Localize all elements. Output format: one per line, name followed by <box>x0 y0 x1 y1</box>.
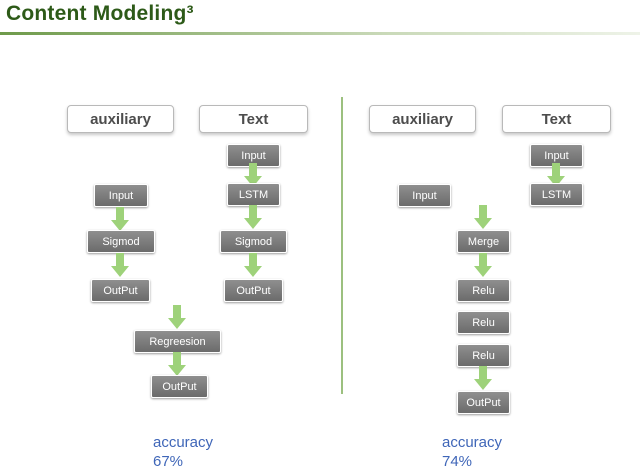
right-accuracy: accuracy 74% <box>442 433 502 471</box>
left-text-output-node: OutPut <box>224 279 283 302</box>
slide-title: Content Modeling³ <box>6 2 194 25</box>
arrow-down-icon <box>244 253 262 277</box>
left-accuracy-value: 67% <box>153 453 184 470</box>
left-lstm-node: LSTM <box>227 183 280 206</box>
arrow-down-icon <box>474 205 492 229</box>
section-divider <box>341 97 343 394</box>
arrow-down-icon <box>244 205 262 229</box>
left-text-header: Text <box>199 105 308 133</box>
merge-node: Merge <box>457 230 510 253</box>
left-aux-output-node: OutPut <box>91 279 150 302</box>
left-text-sigmod-node: Sigmod <box>220 230 287 253</box>
arrow-down-icon <box>547 163 565 187</box>
right-final-output-node: OutPut <box>457 391 510 414</box>
arrow-down-icon <box>111 207 129 231</box>
regression-node: Regreesion <box>134 330 221 353</box>
right-lstm-node: LSTM <box>530 183 583 206</box>
right-accuracy-value: 74% <box>442 453 473 470</box>
left-aux-input-node: Input <box>94 184 148 207</box>
relu-node-2: Relu <box>457 311 510 334</box>
title-underline <box>0 32 640 35</box>
left-accuracy: accuracy 67% <box>153 433 213 471</box>
arrow-down-icon <box>474 366 492 390</box>
left-auxiliary-header: auxiliary <box>67 105 174 133</box>
left-accuracy-label: accuracy <box>153 434 214 451</box>
left-aux-sigmod-node: Sigmod <box>87 230 155 253</box>
right-accuracy-label: accuracy <box>442 434 503 451</box>
arrow-down-icon <box>111 253 129 277</box>
right-aux-input-node: Input <box>398 184 451 207</box>
right-text-input-node: Input <box>530 144 583 167</box>
right-text-header: Text <box>502 105 611 133</box>
arrow-down-icon <box>168 305 186 329</box>
arrow-down-icon <box>168 352 186 376</box>
arrow-down-icon <box>244 163 262 187</box>
relu-node-1: Relu <box>457 279 510 302</box>
relu-node-3: Relu <box>457 344 510 367</box>
left-final-output-node: OutPut <box>151 375 208 398</box>
right-auxiliary-header: auxiliary <box>369 105 476 133</box>
arrow-down-icon <box>474 253 492 277</box>
